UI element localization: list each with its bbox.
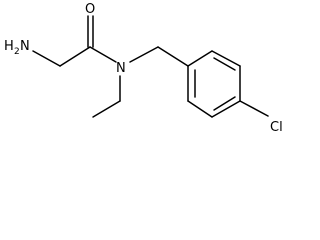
bond-calpha-amine	[32, 50, 61, 67]
structure-diagram: H 2 N O N Cl	[4, 2, 283, 135]
ring-inner-double-2	[213, 57, 236, 71]
bond-ethyl-methyl	[92, 100, 121, 118]
bond-amide-n-benzyl	[129, 46, 159, 63]
amine-group-label: H 2 N	[4, 39, 30, 57]
bond-ring-chlorine	[239, 100, 269, 117]
amine-subscript: 2	[14, 47, 20, 57]
ring-bond-4	[211, 100, 241, 118]
ring-inner-double-3	[213, 96, 236, 111]
amide-nitrogen-label: N	[116, 61, 126, 76]
bond-benzyl-ring	[157, 46, 189, 67]
bond-carbonyl-amide-n	[89, 46, 117, 63]
benzene-ring	[187, 50, 241, 118]
ring-bond-2	[211, 50, 241, 67]
amine-h-letter: H	[4, 39, 14, 54]
ring-bond-1	[187, 50, 213, 67]
bond-calpha-carbonyl	[59, 46, 91, 67]
carbonyl-oxygen-label: O	[85, 2, 95, 17]
chlorine-label: Cl	[270, 120, 283, 135]
ring-bond-5	[187, 100, 213, 118]
amine-n-letter: N	[20, 39, 30, 54]
